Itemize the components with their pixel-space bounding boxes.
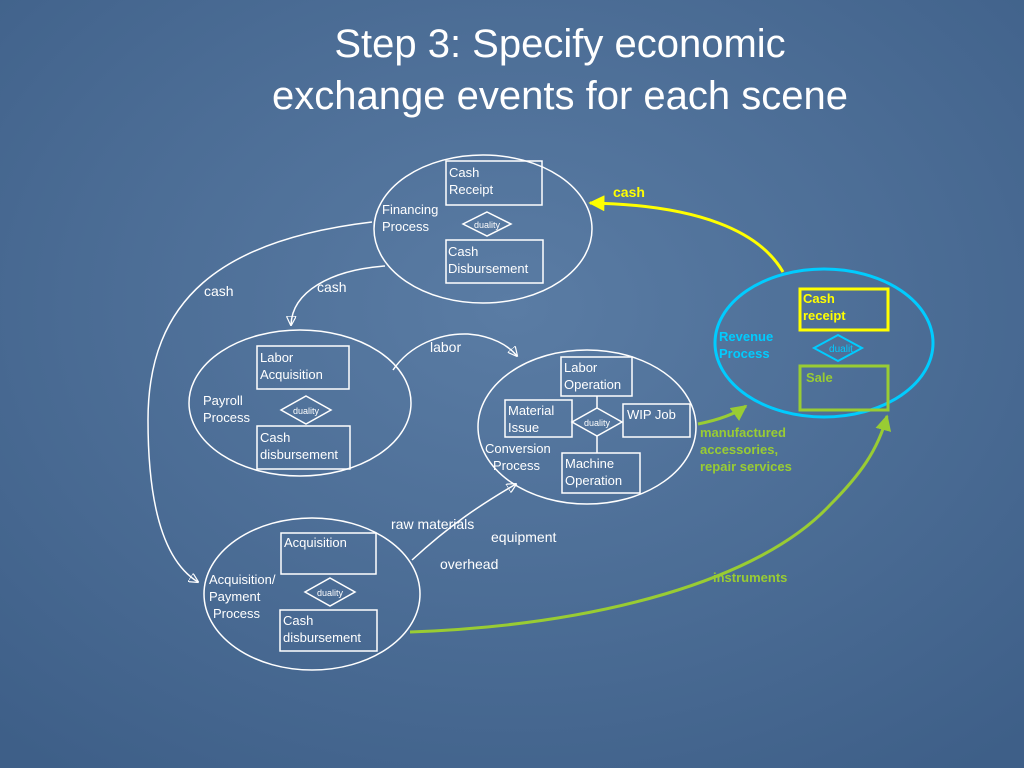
slide-title: Step 3: Specify economic exchange events…: [180, 18, 940, 122]
wip-job-label: WIP Job: [627, 407, 676, 422]
sale-label: Sale: [806, 370, 833, 385]
duality-label: duality: [293, 406, 320, 416]
duality-label: duality: [474, 220, 501, 230]
duality-diamond: [279, 395, 333, 425]
raw-materials-flow-label: raw materials: [391, 516, 474, 532]
cash-disbursement-box: [279, 609, 378, 652]
cash-flow-revenue-to-financing: [588, 195, 785, 273]
labor-flow-label: labor: [430, 339, 461, 355]
machine-operation-label: Machine Operation: [565, 456, 622, 488]
cash-receipt-box: [445, 160, 543, 206]
cash-disbursement-label: Cash disbursement: [283, 613, 361, 645]
payroll-process-label: Payroll Process: [203, 393, 250, 425]
duality-diamond: [461, 211, 513, 237]
cash-receipt-label: Cash receipt: [803, 291, 846, 323]
cash-disbursement-box: [256, 425, 351, 470]
resource-flow-acquisition-to-conversion: [411, 484, 516, 561]
equipment-flow-label: equipment: [491, 529, 556, 545]
duality-label: duality: [584, 418, 611, 428]
acquisition-box: [280, 532, 377, 575]
acquisition-label: Acquisition: [284, 535, 347, 550]
cash-disbursement-box: [445, 239, 544, 284]
cash-flow-label: cash: [317, 279, 347, 295]
machine-operation-box: [561, 452, 641, 494]
material-issue-box: [504, 399, 573, 438]
title-line-1: Step 3: Specify economic: [334, 22, 786, 66]
acquisition-payment-process: Acquisition/ Payment Process Acquisition…: [203, 517, 421, 671]
overhead-flow-label: overhead: [440, 556, 498, 572]
cash-flow-financing-to-acquisition: [147, 221, 373, 582]
revenue-process: Revenue Process Cash receipt dualit Sale: [713, 267, 935, 419]
instruments-flow-acquisition-to-revenue: [409, 414, 892, 634]
material-issue-label: Material Issue: [508, 403, 558, 435]
acquisition-process-label: Acquisition/ Payment Process: [209, 572, 279, 621]
manufactured-flow-label: manufactured accessories, repair service…: [700, 425, 792, 474]
conversion-process: Conversion Process Labor Operation Mater…: [477, 349, 697, 505]
cash-flow-label: cash: [613, 184, 645, 200]
duality-diamond: [303, 577, 357, 607]
duality-diamond: [811, 333, 865, 363]
duality-label: dualit: [829, 344, 853, 355]
financing-process-label: Financing Process: [382, 202, 442, 234]
cash-flow-financing-to-payroll: [291, 265, 386, 325]
labor-operation-label: Labor Operation: [564, 360, 621, 392]
revenue-process-label: Revenue Process: [719, 329, 777, 361]
labor-acquisition-label: Labor Acquisition: [260, 350, 323, 382]
duality-label: duality: [317, 588, 344, 598]
cash-receipt-box: [798, 287, 890, 332]
product-flow-conversion-to-revenue: [697, 404, 748, 426]
labor-flow-payroll-to-conversion: [392, 333, 517, 371]
cash-disbursement-label: Cash Disbursement: [448, 244, 529, 276]
wip-job-box: [622, 403, 691, 438]
sale-box: [798, 364, 890, 412]
conversion-process-label: Conversion Process: [485, 441, 554, 473]
instruments-flow-label: instruments: [713, 570, 787, 585]
cash-receipt-label: Cash Receipt: [449, 165, 493, 197]
title-line-2: exchange events for each scene: [272, 74, 848, 118]
payroll-process: Payroll Process Labor Acquisition dualit…: [188, 329, 412, 477]
cash-flow-label: cash: [204, 283, 234, 299]
cash-disbursement-label: Cash disbursement: [260, 430, 338, 462]
financing-process: Financing Process Cash Receipt duality C…: [373, 154, 593, 304]
labor-acquisition-box: [256, 345, 350, 390]
